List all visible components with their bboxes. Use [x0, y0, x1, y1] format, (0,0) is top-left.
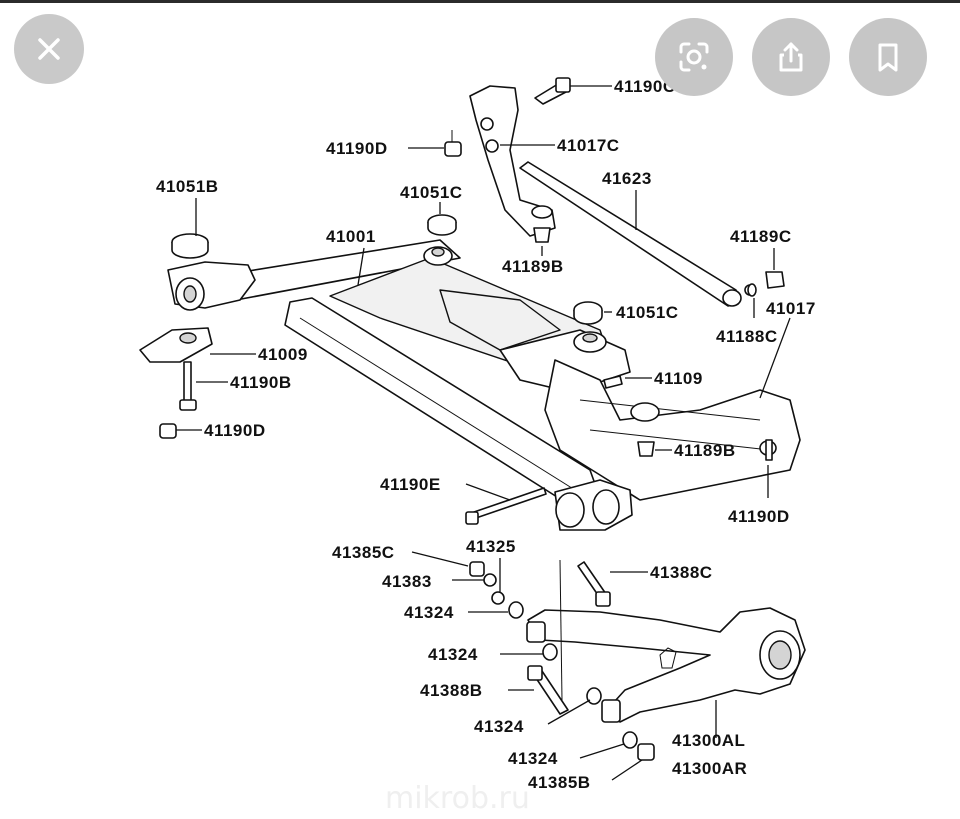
label-41190C: 41190C [614, 77, 676, 96]
label-41190D-top: 41190D [326, 139, 388, 158]
label-41189B-mid: 41189B [674, 441, 736, 460]
lateral-rod-41623 [519, 161, 756, 307]
label-41324-d: 41324 [508, 749, 558, 768]
label-41324-c: 41324 [474, 717, 524, 736]
bookmark-icon [878, 43, 898, 72]
bookmark-button[interactable] [849, 18, 927, 96]
label-41190B: 41190B [230, 373, 292, 392]
label-41324-b: 41324 [428, 645, 478, 664]
fasteners [139, 77, 785, 525]
label-41051C-top: 41051C [400, 183, 463, 202]
label-41189C: 41189C [730, 227, 792, 246]
label-41109: 41109 [654, 369, 703, 388]
label-41017C: 41017C [557, 136, 620, 155]
lower-arm-41300 [526, 559, 806, 723]
label-41300AR: 41300AR [672, 759, 747, 778]
label-41385C: 41385C [332, 543, 395, 562]
subframe-41001 [167, 239, 801, 531]
share-icon [779, 42, 803, 72]
label-41051B: 41051B [156, 177, 219, 196]
label-41325: 41325 [466, 537, 516, 556]
lens-search-button[interactable] [655, 18, 733, 96]
label-41017: 41017 [766, 299, 816, 318]
bracket-41017C [469, 85, 556, 237]
lower-arm-fasteners [469, 561, 655, 761]
label-41189B-top: 41189B [502, 257, 564, 276]
label-41190D-right: 41190D [728, 507, 790, 526]
label-41383: 41383 [382, 572, 432, 591]
leader-lines [176, 85, 791, 781]
watermark: mikrob.ru [385, 781, 530, 816]
part-labels: 41190C 41190D 41017C 41623 41051B 41051C… [156, 77, 816, 792]
label-41051C-mid: 41051C [616, 303, 679, 322]
share-button[interactable] [752, 18, 830, 96]
label-41190D-left: 41190D [204, 421, 266, 440]
close-icon [38, 38, 60, 60]
label-41324-a: 41324 [404, 603, 454, 622]
lens-search-icon [679, 42, 709, 72]
label-41388B: 41388B [420, 681, 483, 700]
close-button[interactable] [14, 14, 84, 84]
label-41009: 41009 [258, 345, 308, 364]
label-41001: 41001 [326, 227, 376, 246]
label-41190E: 41190E [380, 475, 441, 494]
label-41188C: 41188C [716, 327, 778, 346]
label-41300AL: 41300AL [672, 731, 745, 750]
label-41385B: 41385B [528, 773, 591, 792]
label-41623: 41623 [602, 169, 652, 188]
label-41388C: 41388C [650, 563, 713, 582]
top-border [0, 0, 960, 3]
